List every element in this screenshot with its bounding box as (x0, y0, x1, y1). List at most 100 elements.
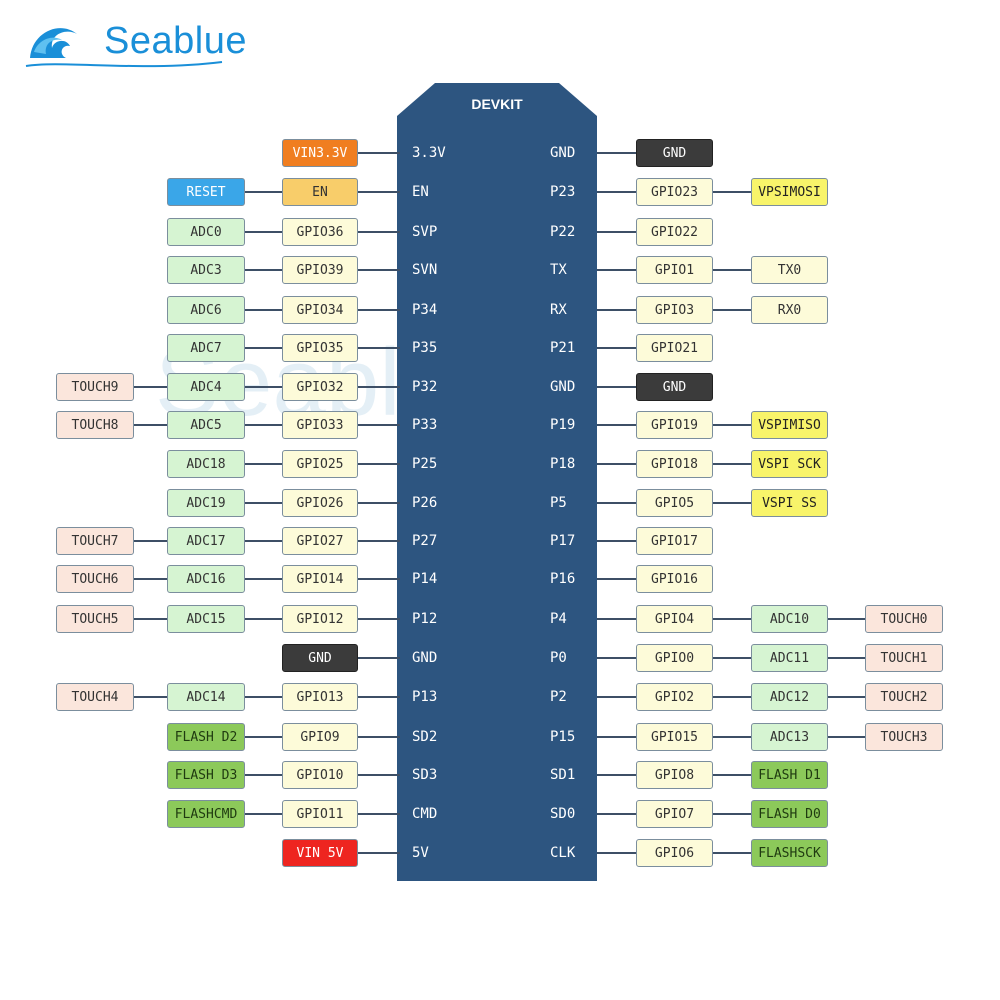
wave-logo-icon (25, 28, 223, 68)
board-label-left-p35: P35 (412, 340, 438, 356)
board-label-right-sd1: SD1 (550, 767, 576, 783)
pin-box-gpio9: GPIO9 (282, 723, 358, 751)
function-box-adc5: ADC5 (167, 411, 245, 439)
board-label-left-p13: P13 (412, 689, 438, 705)
pin-box-gpio39: GPIO39 (282, 256, 358, 284)
function-box-touch0: TOUCH0 (865, 605, 943, 633)
connector-left-fn1-14 (245, 696, 282, 698)
function-box-adc3: ADC3 (167, 256, 245, 284)
board-label-right-p18: P18 (550, 456, 576, 472)
pin-box-gnd: GND (636, 139, 713, 167)
pin-box-gpio35: GPIO35 (282, 334, 358, 362)
function-box-adc7: ADC7 (167, 334, 245, 362)
function-box-adc16: ADC16 (167, 565, 245, 593)
connector-right-11 (597, 578, 636, 580)
connector-left-0 (358, 152, 400, 154)
pin-box-gpio4: GPIO4 (636, 605, 713, 633)
devkit-board (397, 83, 597, 881)
connector-left-fn2-7 (134, 424, 167, 426)
function-box-tx0: TX0 (751, 256, 828, 284)
pin-box-gpio12: GPIO12 (282, 605, 358, 633)
pin-box-gpio25: GPIO25 (282, 450, 358, 478)
connector-left-fn1-11 (245, 578, 282, 580)
pin-box-gnd: GND (636, 373, 713, 401)
board-label-left-p34: P34 (412, 302, 438, 318)
connector-left-fn1-1 (245, 191, 282, 193)
function-box-flashsck: FLASHSCK (751, 839, 828, 867)
connector-right-fn2-13 (828, 657, 865, 659)
connector-left-fn1-8 (245, 463, 282, 465)
board-label-left-cmd: CMD (412, 806, 438, 822)
pin-box-gpio1: GPIO1 (636, 256, 713, 284)
board-label-right-sd0: SD0 (550, 806, 576, 822)
connector-left-17 (358, 813, 400, 815)
pin-box-gpio2: GPIO2 (636, 683, 713, 711)
connector-right-fn1-8 (713, 463, 751, 465)
pin-box-gpio22: GPIO22 (636, 218, 713, 246)
pin-box-gpio19: GPIO19 (636, 411, 713, 439)
connector-right-fn1-16 (713, 774, 751, 776)
function-box-rx0: RX0 (751, 296, 828, 324)
board-label-right-tx: TX (550, 262, 567, 278)
connector-left-fn1-16 (245, 774, 282, 776)
board-label-left-p14: P14 (412, 571, 438, 587)
connector-right-12 (597, 618, 636, 620)
function-box-touch4: TOUCH4 (56, 683, 134, 711)
pin-box-gpio36: GPIO36 (282, 218, 358, 246)
board-label-left-3-3v: 3.3V (412, 145, 446, 161)
pin-box-gpio34: GPIO34 (282, 296, 358, 324)
connector-left-fn1-5 (245, 347, 282, 349)
logo-text: Seablue (104, 20, 247, 62)
connector-right-fn1-1 (713, 191, 751, 193)
connector-right-8 (597, 463, 636, 465)
connector-left-11 (358, 578, 400, 580)
connector-right-3 (597, 269, 636, 271)
connector-left-fn2-6 (134, 386, 167, 388)
board-label-left-p12: P12 (412, 611, 438, 627)
board-label-left-en: EN (412, 184, 429, 200)
connector-left-5 (358, 347, 400, 349)
pin-box-gpio18: GPIO18 (636, 450, 713, 478)
board-label-right-gnd: GND (550, 145, 576, 161)
connector-left-2 (358, 231, 400, 233)
function-box-touch8: TOUCH8 (56, 411, 134, 439)
connector-left-fn1-15 (245, 736, 282, 738)
function-box-adc12: ADC12 (751, 683, 828, 711)
connector-right-16 (597, 774, 636, 776)
function-box-adc17: ADC17 (167, 527, 245, 555)
pin-box-gpio8: GPIO8 (636, 761, 713, 789)
pin-box-gpio7: GPIO7 (636, 800, 713, 828)
board-title: DEVKIT (471, 96, 523, 112)
connector-right-1 (597, 191, 636, 193)
pin-box-vin3-3v: VIN3.3V (282, 139, 358, 167)
connector-left-fn2-11 (134, 578, 167, 580)
board-label-left-gnd: GND (412, 650, 438, 666)
connector-left-13 (358, 657, 400, 659)
function-box-touch6: TOUCH6 (56, 565, 134, 593)
function-box-adc15: ADC15 (167, 605, 245, 633)
connector-left-3 (358, 269, 400, 271)
board-label-left-p26: P26 (412, 495, 438, 511)
pin-box-gpio21: GPIO21 (636, 334, 713, 362)
board-label-right-p4: P4 (550, 611, 567, 627)
connector-left-4 (358, 309, 400, 311)
pin-box-gpio5: GPIO5 (636, 489, 713, 517)
connector-left-10 (358, 540, 400, 542)
connector-left-fn1-6 (245, 386, 282, 388)
connector-right-6 (597, 386, 636, 388)
connector-right-fn1-7 (713, 424, 751, 426)
connector-left-fn1-12 (245, 618, 282, 620)
pin-box-gpio13: GPIO13 (282, 683, 358, 711)
pin-box-en: EN (282, 178, 358, 206)
connector-left-fn1-2 (245, 231, 282, 233)
function-box-flash-d1: FLASH D1 (751, 761, 828, 789)
connector-left-7 (358, 424, 400, 426)
connector-left-6 (358, 386, 400, 388)
pin-box-vin-5v: VIN 5V (282, 839, 358, 867)
board-label-right-rx: RX (550, 302, 567, 318)
connector-left-fn1-7 (245, 424, 282, 426)
connector-right-4 (597, 309, 636, 311)
connector-right-fn1-9 (713, 502, 751, 504)
connector-right-15 (597, 736, 636, 738)
